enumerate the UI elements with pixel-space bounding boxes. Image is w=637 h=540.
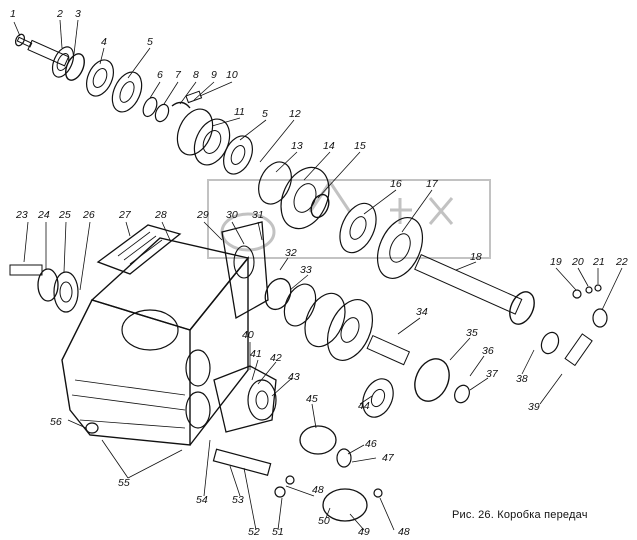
figure-caption: Рис. 26. Коробка передач [452, 509, 588, 521]
gearbox-housing [9, 221, 269, 446]
part-label: 2 [56, 8, 63, 20]
lower-parts [85, 365, 383, 522]
part-label: 11 [234, 106, 245, 118]
part-label: 54 [196, 494, 208, 506]
part-label: 26 [82, 209, 95, 221]
part-label: 52 [248, 526, 260, 538]
part-label: 47 [382, 452, 395, 464]
part-label: 14 [323, 140, 335, 152]
part-label: 32 [285, 247, 297, 259]
secondary-shaft-assembly [339, 202, 560, 355]
part-labels: 1 2 3 4 5 6 7 8 9 10 11 5 12 13 14 15 16… [10, 8, 628, 538]
part-label: 36 [482, 345, 494, 357]
part-label: 39 [528, 401, 540, 413]
part-label: 48 [398, 526, 410, 538]
part-label: 46 [365, 438, 377, 450]
part-label: 12 [289, 108, 301, 120]
part-label: 19 [550, 256, 562, 268]
part-label: 25 [58, 209, 71, 221]
part-label: 44 [358, 400, 370, 412]
part-label: 38 [516, 373, 528, 385]
part-label: 22 [615, 256, 628, 268]
countershaft-assembly [264, 277, 470, 418]
part-label: 1 [10, 8, 16, 20]
part-label: 16 [390, 178, 402, 190]
leader-lines [13, 19, 623, 531]
part-label: 15 [354, 140, 366, 152]
part-label: 48 [312, 484, 324, 496]
part-label: 21 [592, 256, 605, 268]
part-label: 23 [15, 209, 28, 221]
part-label: 8 [193, 69, 199, 81]
part-label: 40 [242, 329, 254, 341]
primary-shaft-assembly [14, 33, 330, 230]
part-label: 10 [226, 69, 238, 81]
part-label: 49 [358, 526, 370, 538]
part-label: 56 [50, 416, 62, 428]
part-label: 53 [232, 494, 244, 506]
part-label: 37 [486, 368, 499, 380]
part-label: 42 [270, 352, 282, 364]
part-label: 41 [250, 348, 262, 360]
part-label: 7 [175, 69, 182, 81]
part-label: 35 [466, 327, 478, 339]
part-label: 6 [157, 69, 163, 81]
part-label: 31 [252, 209, 264, 221]
part-label: 9 [211, 69, 217, 81]
part-label: 50 [318, 515, 330, 527]
part-label: 29 [196, 209, 209, 221]
part-label: 28 [154, 209, 167, 221]
part-label: 43 [288, 371, 300, 383]
part-label: 33 [300, 264, 312, 276]
watermark [207, 179, 491, 259]
part-label: 4 [101, 36, 107, 48]
part-label: 5 [147, 36, 153, 48]
part-label: 51 [272, 526, 284, 538]
small-parts-19-22 [564, 284, 608, 367]
part-label: 3 [75, 8, 81, 20]
part-label: 5 [262, 108, 268, 120]
part-label: 27 [118, 209, 132, 221]
part-label: 34 [416, 306, 428, 318]
part-label: 18 [470, 251, 482, 263]
part-label: 13 [291, 140, 303, 152]
part-label: 17 [426, 178, 439, 190]
part-label: 20 [571, 256, 584, 268]
part-label: 55 [118, 477, 130, 489]
part-label: 45 [306, 393, 318, 405]
part-label: 30 [226, 209, 238, 221]
part-label: 24 [37, 209, 50, 221]
